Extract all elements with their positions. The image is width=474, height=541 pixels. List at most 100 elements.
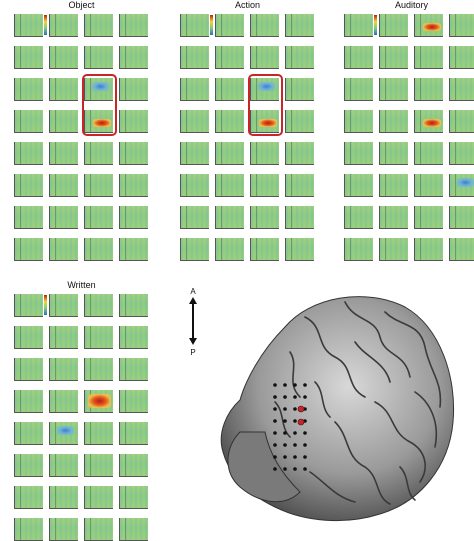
tile [379, 14, 408, 37]
tile [14, 78, 43, 101]
tile [379, 78, 408, 101]
tile [285, 142, 314, 165]
colorbar [374, 15, 377, 35]
tile [84, 422, 113, 445]
tile [180, 238, 209, 261]
tile [285, 238, 314, 261]
tile [285, 46, 314, 69]
tile [84, 14, 113, 37]
highlight-box-action [248, 74, 283, 136]
tile [49, 142, 78, 165]
hot-region [423, 23, 441, 31]
tile [379, 206, 408, 229]
tile [84, 358, 113, 381]
tile [215, 238, 244, 261]
hot-region [423, 119, 441, 127]
tile-active [414, 14, 443, 37]
tile [414, 174, 443, 197]
tile [49, 110, 78, 133]
tile [119, 174, 148, 197]
tile [449, 142, 474, 165]
tile [344, 14, 377, 37]
panel-title-auditory: Auditory [394, 0, 429, 10]
tile [49, 206, 78, 229]
anterior-label: A [190, 287, 196, 296]
tile [84, 326, 113, 349]
tile [414, 238, 443, 261]
tile [49, 358, 78, 381]
tile [414, 206, 443, 229]
active-electrode [297, 405, 305, 413]
tile [119, 110, 148, 133]
tile [180, 14, 213, 37]
tile-active [49, 422, 78, 445]
tile-grid-object [14, 14, 148, 261]
tile [119, 142, 148, 165]
tile [119, 46, 148, 69]
tile [14, 518, 43, 541]
tile [14, 486, 43, 509]
tile [379, 142, 408, 165]
tile [84, 454, 113, 477]
tile [14, 174, 43, 197]
tile [449, 14, 474, 37]
tile [49, 238, 78, 261]
tile [285, 206, 314, 229]
colorbar [44, 295, 47, 315]
tile [180, 206, 209, 229]
tile-active [250, 78, 279, 101]
tile [379, 238, 408, 261]
cerebellum [227, 431, 301, 503]
tile [119, 454, 148, 477]
sulci [274, 301, 442, 505]
highlight-box-object [82, 74, 117, 136]
tile [119, 422, 148, 445]
hot-region [259, 119, 277, 127]
tile [49, 518, 78, 541]
panel-written: Written [14, 280, 149, 541]
tile [215, 142, 244, 165]
tile [414, 46, 443, 69]
tile [49, 294, 78, 317]
tile [84, 486, 113, 509]
cool-region [258, 82, 275, 91]
tile [344, 238, 373, 261]
tile [119, 326, 148, 349]
panel-title-action: Action [234, 0, 260, 10]
panel-auditory: Auditory [344, 0, 474, 261]
tile [84, 238, 113, 261]
tile [14, 14, 47, 37]
tile [250, 238, 279, 261]
tile [215, 110, 244, 133]
tile [49, 14, 78, 37]
panel-title-object: Object [68, 0, 95, 10]
tile-active [250, 110, 279, 133]
tile [14, 294, 47, 317]
tile [180, 78, 209, 101]
brain-image [220, 296, 455, 522]
tile-active [449, 174, 474, 197]
tile [84, 142, 113, 165]
cool-region [92, 82, 109, 91]
hot-region [93, 119, 111, 127]
panel-action: Action [180, 0, 315, 261]
tile [49, 174, 78, 197]
tile [180, 142, 209, 165]
arrow-head-down [189, 338, 197, 345]
tile [414, 78, 443, 101]
tile [49, 486, 78, 509]
tile [14, 454, 43, 477]
panel-object: Object [14, 0, 149, 261]
tile [250, 174, 279, 197]
tile [215, 14, 244, 37]
tile [49, 46, 78, 69]
tile [379, 110, 408, 133]
posterior-label: P [190, 348, 195, 356]
tile [14, 206, 43, 229]
tile [215, 174, 244, 197]
tile-grid-action [180, 14, 314, 261]
tile [344, 46, 373, 69]
tile [14, 422, 43, 445]
tile [14, 238, 43, 261]
tile-active [414, 110, 443, 133]
